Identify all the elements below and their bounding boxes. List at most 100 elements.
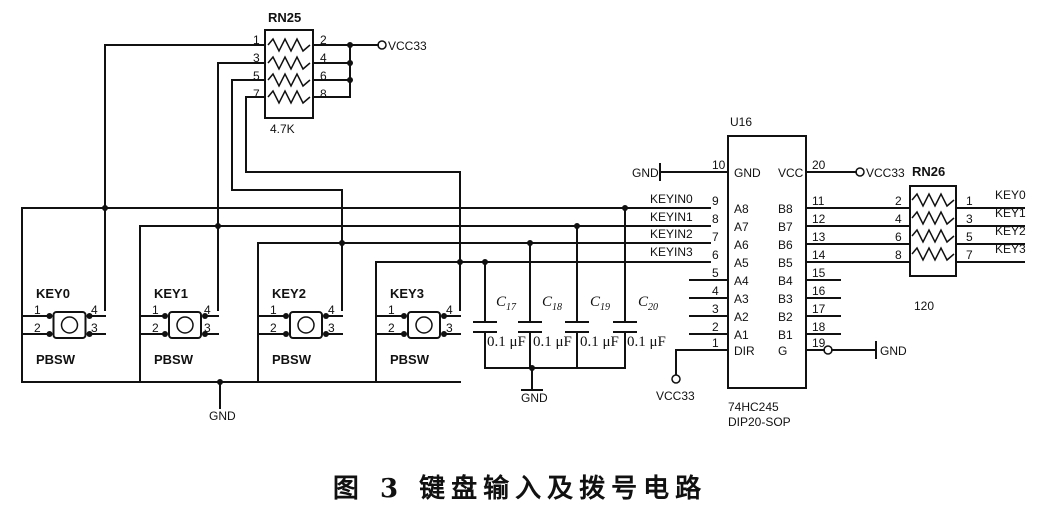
u16-left-pin-num: 8 (712, 212, 719, 226)
rn26-pin-5: 5 (966, 230, 973, 244)
capacitor-c17-plates (473, 321, 497, 333)
key-pin-2: 2 (270, 321, 277, 335)
rn26-pin-2: 2 (895, 194, 902, 208)
rn25-pin-4: 4 (320, 51, 327, 65)
u16-left-pin-num: 6 (712, 248, 719, 262)
u16-left-pin-name: A8 (734, 202, 749, 216)
u16-left-pin-name: A5 (734, 256, 749, 270)
rn25-resistor-2 (267, 55, 311, 71)
rn26-pin-6: 6 (895, 230, 902, 244)
key-pin-1: 1 (270, 303, 277, 317)
output-key0: KEY0 (995, 188, 1026, 202)
u16-left-pin-num: 9 (712, 194, 719, 208)
capacitor-c19-ref: C19 (590, 294, 610, 313)
u16-right-pin-name: G (778, 344, 787, 358)
key-name: KEY0 (36, 286, 70, 301)
key-pin-1: 1 (388, 303, 395, 317)
output-key2: KEY2 (995, 224, 1026, 238)
u16-left-pin-name: A1 (734, 328, 749, 342)
key-pin-4: 4 (446, 303, 453, 317)
gnd-label-caps: GND (521, 391, 548, 405)
key-pin-1: 1 (152, 303, 159, 317)
u16-dir-vcc-terminal (671, 374, 681, 384)
keyin-bus: KEYIN0 KEYIN1 KEYIN2 KEYIN3 (21, 192, 711, 383)
key-pin-4: 4 (91, 303, 98, 317)
u16-left-pin-num: 10 (712, 158, 726, 172)
u16-right-pin-num: 19 (812, 336, 826, 350)
net-keyin0: KEYIN0 (650, 192, 693, 206)
figure-caption: 图 3 键盘输入及拨号电路 (333, 473, 707, 504)
output-key3: KEY3 (995, 242, 1026, 256)
key-type: PBSW (36, 352, 76, 367)
key-type: PBSW (154, 352, 194, 367)
rn25-pin-1: 1 (253, 33, 260, 47)
u16-part: 74HC245 (728, 400, 779, 414)
key-name: KEY1 (154, 286, 188, 301)
capacitor-c19-value: 0.1 μF (580, 334, 619, 350)
u16-left-pin-num: 4 (712, 284, 719, 298)
key-pin-1: 1 (34, 303, 41, 317)
u16-right-pin-name: VCC (778, 166, 804, 180)
key-button-cap (415, 316, 433, 334)
capacitor-c20-ref: C20 (638, 294, 658, 313)
u16-right-pin-num: 12 (812, 212, 826, 226)
key-button-body (407, 311, 441, 339)
u16-right-pin-num: 13 (812, 230, 826, 244)
u16-pins: 10GND9A88A77A66A55A44A33A22A11DIR20VCC11… (689, 158, 841, 358)
rn25-pin-3: 3 (253, 51, 260, 65)
key-type: PBSW (390, 352, 430, 367)
rn25-pin-5: 5 (253, 69, 260, 83)
capacitor-c20-value: 0.1 μF (627, 334, 666, 350)
u16-left-pin-name: GND (734, 166, 761, 180)
u16-vcc-terminal (855, 167, 865, 177)
vcc-label-top: VCC33 (388, 39, 427, 53)
capacitor-c18-ref: C18 (542, 294, 562, 313)
rn26-resistor-network: RN26 2 4 6 8 1 3 5 7 120 KEY0 KEY1 KEY2 … (805, 164, 1026, 313)
u16-right-pin-name: B2 (778, 310, 793, 324)
key-pin-4: 4 (204, 303, 211, 317)
key-name: KEY3 (390, 286, 424, 301)
u16-dir-vcc-label: VCC33 (656, 389, 695, 403)
key-pin-3: 3 (204, 321, 211, 335)
key-pin-2: 2 (388, 321, 395, 335)
u16-ref: U16 (730, 115, 752, 129)
u16-left-pin-name: A6 (734, 238, 749, 252)
rn26-pin-7: 7 (966, 248, 973, 262)
u16-left-pin-num: 7 (712, 230, 719, 244)
rn26-value: 120 (914, 299, 934, 313)
u16-left-pin-num: 2 (712, 320, 719, 334)
rn25-resistor-3 (267, 72, 311, 88)
rn25-ref: RN25 (268, 10, 301, 25)
u16-left-pin-name: A4 (734, 274, 749, 288)
key-button-body (168, 311, 202, 339)
rn25-pin-7: 7 (253, 87, 260, 101)
capacitor-c18-plates (518, 321, 542, 333)
u16-left-pin-name: DIR (734, 344, 755, 358)
rn26-pin-8: 8 (895, 248, 902, 262)
u16-right-pin-num: 20 (812, 158, 826, 172)
key-button-body (52, 311, 87, 339)
rn25-value: 4.7K (270, 122, 295, 136)
u16-right-pin-num: 16 (812, 284, 826, 298)
rn25-pin-8: 8 (320, 87, 327, 101)
net-keyin3: KEYIN3 (650, 245, 693, 259)
capacitor-c18-value: 0.1 μF (533, 334, 572, 350)
rn25-vcc-bus: VCC33 (312, 39, 427, 98)
capacitor-c17-value: 0.1 μF (487, 334, 526, 350)
rn25-resistor-1 (267, 37, 311, 53)
rn26-pin-4: 4 (895, 212, 902, 226)
key-pin-3: 3 (328, 321, 335, 335)
u16-74hc245: U16 10GND9A88A77A66A55A44A33A22A11DIR20V… (632, 115, 907, 429)
u16-right-pin-num: 15 (812, 266, 826, 280)
u16-right-pin-name: B6 (778, 238, 793, 252)
u16-right-pin-name: B4 (778, 274, 793, 288)
capacitor-group: GND C17 C18 C19 C20 0.1 μF 0.1 μF 0.1 μF… (473, 207, 666, 405)
key-pin-2: 2 (34, 321, 41, 335)
key-pin-4: 4 (328, 303, 335, 317)
key-ground-wiring: GND (21, 379, 461, 423)
gnd-label-keys: GND (209, 409, 236, 423)
